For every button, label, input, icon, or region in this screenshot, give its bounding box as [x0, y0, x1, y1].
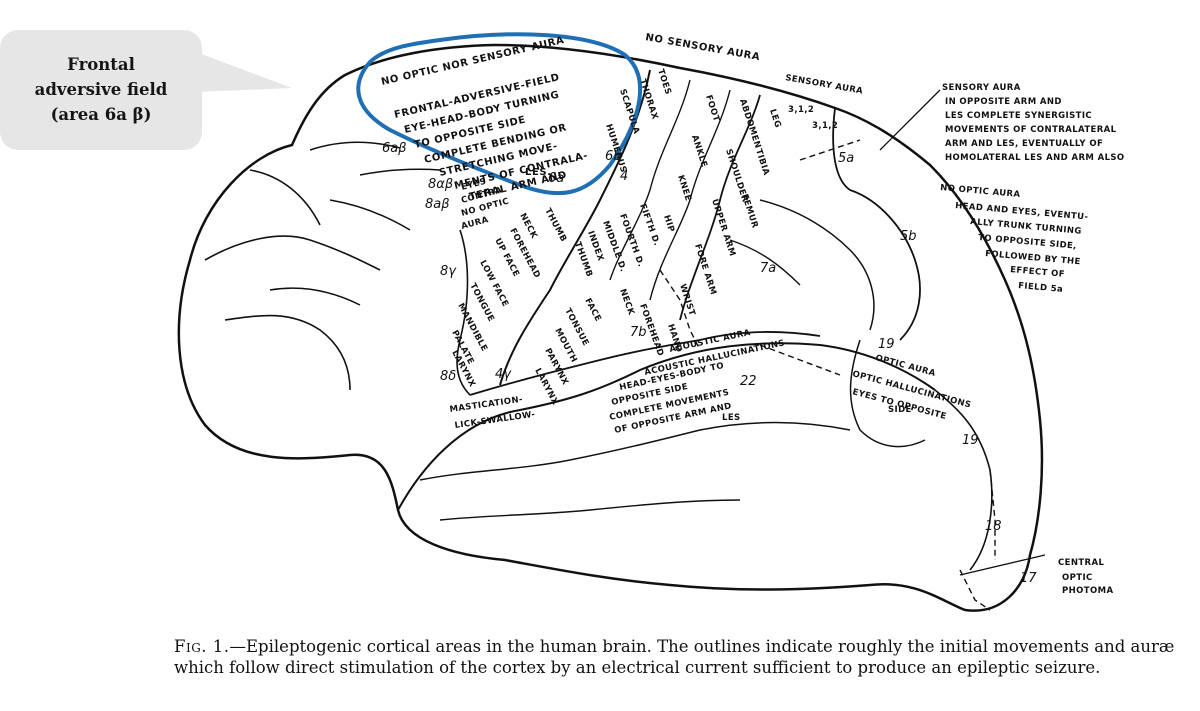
- central-sulcus: [499, 69, 651, 386]
- motor-strip-line: [649, 89, 731, 301]
- field-5b-line-7: FIELD 5a: [1018, 281, 1064, 295]
- area-number: 18: [985, 519, 1002, 534]
- sylvian-fissure: [469, 331, 821, 396]
- area-number: 6b: [605, 149, 622, 164]
- temporal-sulcus: [439, 499, 741, 521]
- precentral-sulcus: [456, 229, 471, 396]
- acoustic-line-7: LES: [722, 413, 741, 423]
- sulcus: [309, 141, 401, 151]
- area-number: 8δ: [440, 369, 456, 384]
- sulcus: [249, 169, 321, 226]
- sensory-block-line-1: SENSORY AURA: [942, 83, 1021, 93]
- callout-pointer: [196, 52, 292, 92]
- callout-line-1: Frontal: [67, 55, 135, 74]
- motor-label: UPPER ARM: [709, 198, 737, 258]
- motor-label: THUMB: [542, 207, 568, 244]
- central-line-3: PHOTOMA: [1062, 586, 1113, 596]
- temporal-lobe-contour: [397, 342, 936, 511]
- central-line-1: CENTRAL: [1058, 558, 1104, 568]
- area-number: 6a: [548, 171, 564, 186]
- temporal-sulcus: [419, 421, 851, 481]
- motor-strip-column-1: FOOT ANKLE KNEE HIP: [661, 94, 721, 234]
- motor-label: FOOT: [703, 94, 721, 123]
- sulcus: [359, 168, 441, 176]
- motor-strip-line: [609, 79, 691, 281]
- field-5b-line-1: NO OPTIC AURA: [940, 183, 1021, 200]
- motor-label: WRIST: [677, 283, 697, 317]
- area-number: 5a: [838, 151, 854, 166]
- field-5b-line-6: EFFECT OF: [1010, 265, 1066, 280]
- sulcus: [269, 287, 361, 306]
- sensory-block-line-5: ARM AND LES, EVENTUALLY OF: [945, 139, 1103, 149]
- motor-label: HIP: [661, 214, 676, 234]
- area-number: 8αβ: [428, 177, 453, 192]
- motor-label: FACE: [582, 297, 603, 324]
- area-boundary-dashed: [959, 569, 991, 611]
- area-number: 7b: [630, 325, 647, 340]
- sulcus: [204, 235, 381, 271]
- area-boundary-dashed: [989, 469, 996, 560]
- postcentral-sulcus: [679, 94, 761, 321]
- sensory-aura-label: SENSORY AURA: [784, 73, 863, 97]
- figure-label: Fig. 1.: [174, 637, 230, 656]
- parietal-contour: [832, 107, 921, 341]
- area-number: 3,1,2: [788, 105, 814, 115]
- area-boundary-dashed: [659, 269, 701, 351]
- area-number: 6aβ: [382, 141, 407, 156]
- motor-label: FEMUR: [739, 193, 760, 230]
- sensory-block-line-3: LES COMPLETE SYNERGISTIC: [945, 111, 1092, 121]
- area-number: 4γ: [495, 367, 512, 382]
- sensory-block-line-6: HOMOLATERAL LES AND ARM ALSO: [945, 153, 1125, 163]
- motor-label: FIFTH D.: [637, 203, 661, 248]
- parietal-contour: [729, 239, 801, 286]
- area-number: 5b: [900, 229, 917, 244]
- sensory-block-line-2: IN OPPOSITE ARM AND: [945, 97, 1062, 107]
- motor-label: TIBIA: [753, 148, 771, 177]
- highlight-outline: [356, 32, 642, 196]
- motor-label: TOES: [655, 68, 673, 96]
- brain-outline: [177, 43, 1044, 612]
- motor-label: NECK: [617, 288, 636, 317]
- area-boundary-dashed: [799, 139, 861, 161]
- caption-text: —Epileptogenic cortical areas in the hum…: [174, 637, 1175, 677]
- area-number: 4: [620, 169, 628, 184]
- central-line-2: OPTIC: [1062, 573, 1093, 583]
- sulcus: [329, 199, 411, 231]
- callout-label: Frontal adversive field (area 6a β): [6, 52, 196, 127]
- occipital-contour: [849, 339, 926, 448]
- motor-label: LEG: [767, 108, 783, 130]
- frontal-field-line-8: LES.: [525, 167, 552, 178]
- mastication-line-2: LICK-SWALLOW-: [454, 410, 536, 431]
- no-sensory-aura-top: NO SENSORY AURA: [644, 32, 760, 63]
- optic-line-4: SIDE: [888, 405, 912, 415]
- area-boundary-dashed: [759, 344, 841, 376]
- leader-line: [959, 554, 1046, 576]
- area-number: 22: [740, 374, 757, 389]
- area-number: 7a: [760, 261, 776, 276]
- callout-box: [0, 30, 202, 150]
- leader-line: [879, 89, 941, 151]
- figure-caption: Fig. 1.—Epileptogenic cortical areas in …: [174, 636, 1184, 678]
- callout-line-3: (area 6a β): [50, 105, 152, 124]
- area-number: 8aβ: [425, 197, 450, 212]
- area-number: 19: [878, 337, 895, 352]
- area-number: 8γ: [440, 264, 457, 279]
- area-number: 19: [962, 433, 979, 448]
- area-number: 17: [1020, 571, 1037, 586]
- sensory-block-line-4: MOVEMENTS OF CONTRALATERAL: [945, 125, 1117, 135]
- optic-line-1: OPTIC AURA: [874, 353, 936, 379]
- motor-label: ANKLE: [689, 134, 709, 169]
- area-number: 3,1,2: [812, 121, 838, 131]
- motor-label: KNEE: [675, 174, 693, 203]
- callout-line-2: adversive field: [34, 80, 168, 99]
- sulcus: [224, 314, 351, 391]
- parietal-contour: [759, 199, 875, 331]
